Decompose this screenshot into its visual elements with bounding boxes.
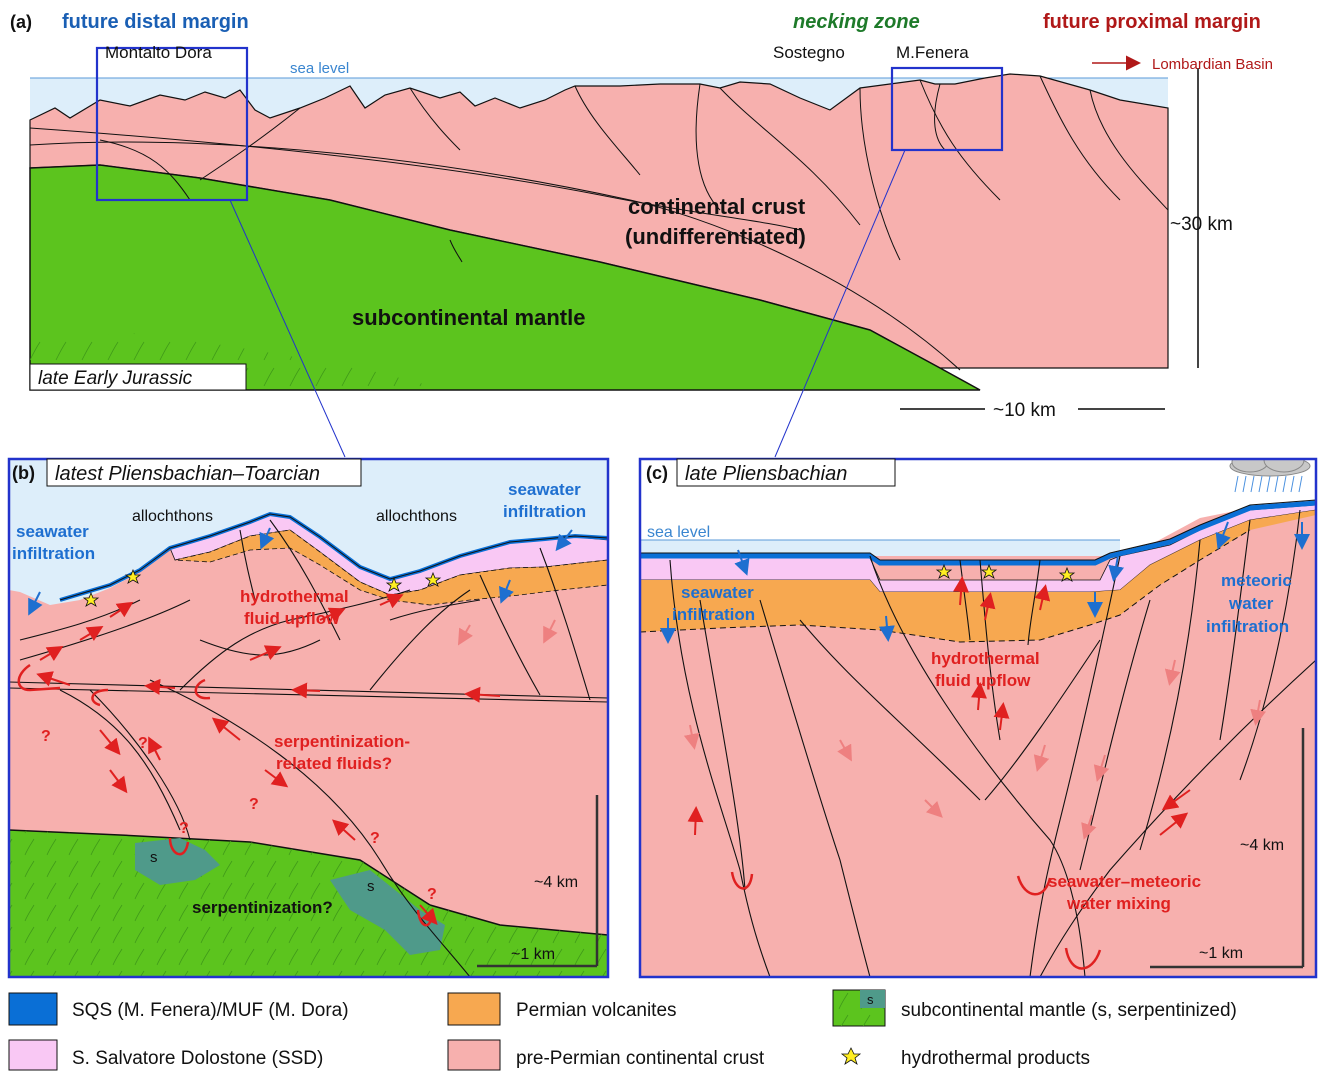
seafloor-b	[59, 513, 608, 601]
crust-label-1: continental crust	[628, 194, 806, 219]
meteoric-3: infiltration	[1206, 617, 1289, 636]
crust-label-2: (undifferentiated)	[625, 224, 806, 249]
legend-swatch-sqs	[8, 992, 58, 1026]
hydrothermal-stars-c	[935, 563, 1076, 582]
question-6: ?	[427, 886, 437, 903]
faults-b	[9, 519, 608, 977]
place-sostegno: Sostegno	[773, 43, 845, 62]
width-scale-c-label: ~1 km	[1199, 945, 1243, 962]
question-2: ?	[138, 735, 148, 752]
header-distal: future distal margin	[62, 11, 249, 33]
allochthons-2: allochthons	[376, 508, 457, 525]
legend-volcanites: Permian volcanites	[516, 1000, 677, 1021]
place-fenera: M.Fenera	[896, 43, 969, 62]
lombardian-label: Lombardian Basin	[1152, 56, 1273, 73]
inset-box-c	[890, 66, 1004, 152]
question-5: ?	[370, 830, 380, 847]
sea-area-c	[640, 540, 1120, 556]
age-box-a	[29, 363, 247, 391]
age-label-a: late Early Jurassic	[38, 368, 193, 389]
question-3: ?	[249, 796, 259, 813]
u-turn-arrows-c	[730, 871, 1102, 970]
panel-b-label: (b)	[12, 463, 35, 483]
serpentinized-zone-1	[135, 838, 220, 885]
question-4: ?	[179, 820, 189, 837]
faults-a	[29, 75, 1169, 371]
inset-connector-c	[774, 149, 906, 458]
allochthons-1: allochthons	[132, 508, 213, 525]
fluid-arrows-pink-b	[457, 619, 558, 646]
serp-fluids-1: serpentinization-	[274, 732, 410, 751]
volcanites-layer-c	[640, 510, 1316, 642]
legend-swatch-crust	[447, 1039, 501, 1071]
mixing-2: water mixing	[1066, 894, 1171, 913]
age-box-c	[676, 458, 896, 487]
header-proximal: future proximal margin	[1043, 11, 1261, 33]
hydrothermal-label-b-2: fluid upflow	[244, 609, 340, 628]
meteoric-1: meteoric	[1221, 571, 1292, 590]
depth-scale-c-label: ~4 km	[1240, 837, 1284, 854]
legend-hydro-products: hydrothermal products	[901, 1048, 1090, 1069]
legend-s-letter: s	[867, 992, 874, 1007]
seawater-left-2: infiltration	[12, 544, 95, 563]
serp-fluids-2: related fluids?	[276, 754, 392, 773]
panel-a-label: (a)	[10, 12, 32, 32]
question-1: ?	[41, 728, 51, 745]
legend: SQS (M. Fenera)/MUF (M. Dora) Permian vo…	[8, 989, 1237, 1071]
inset-connector-b	[229, 199, 346, 458]
fluid-arrows-c	[687, 576, 1191, 836]
legend-ssd: S. Salvatore Dolostone (SSD)	[72, 1048, 323, 1069]
legend-mantle: subcontinental mantle (s, serpentinized)	[901, 1000, 1237, 1021]
depth-scale-a: ~30 km	[1170, 214, 1233, 235]
u-turn-arrows-b	[17, 663, 434, 927]
legend-sqs: SQS (M. Fenera)/MUF (M. Dora)	[72, 1000, 349, 1021]
panel-a: (a) future distal margin necking zone fu…	[10, 11, 1273, 458]
sea-level-label-c: sea level	[647, 524, 710, 541]
seafloor-c	[640, 499, 1316, 561]
age-label-c: late Pliensbachian	[685, 463, 847, 485]
width-scale-b-label: ~1 km	[511, 946, 555, 963]
inset-box-b	[95, 46, 249, 202]
fluid-arrows-b	[36, 593, 501, 925]
water-arrows-b	[28, 527, 573, 616]
hydrothermal-stars-b	[82, 568, 442, 607]
legend-swatch-serpentinized	[860, 990, 885, 1008]
s-label-2: s	[367, 878, 375, 895]
s-label-1: s	[150, 849, 158, 866]
legend-swatch-volcanites	[447, 992, 501, 1026]
seawater-c-2: infiltration	[672, 605, 755, 624]
seawater-left-1: seawater	[16, 522, 89, 541]
width-scale-a: ~10 km	[993, 400, 1056, 421]
hydrothermal-label-b-1: hydrothermal	[240, 587, 349, 606]
place-montalto: Montalto Dora	[105, 43, 212, 62]
serpentinized-zone-2	[330, 870, 445, 955]
hydrothermal-label-c-2: fluid upflow	[935, 671, 1031, 690]
mixing-1: seawater–meteoric	[1048, 872, 1201, 891]
legend-star-icon	[840, 1047, 862, 1065]
seawater-c-1: seawater	[681, 583, 754, 602]
hydrothermal-label-c-1: hydrothermal	[931, 649, 1040, 668]
depth-scale-b-label: ~4 km	[534, 874, 578, 891]
mantle-label: subcontinental mantle	[352, 305, 585, 330]
sqs-layer-c	[640, 500, 1316, 566]
fluid-arrows-pink-c	[683, 659, 1267, 840]
header-necking: necking zone	[793, 11, 920, 33]
age-label-b: latest Pliensbachian–Toarcian	[55, 463, 320, 485]
water-arrows-c	[660, 521, 1310, 644]
sea-level-label-a: sea level	[290, 60, 349, 77]
panel-c-frame	[638, 457, 1318, 979]
panel-b: (b) latest Pliensbachian–Toarcian seawat…	[7, 457, 610, 979]
serpentinization-label: serpentinization?	[192, 898, 333, 917]
legend-crust: pre-Permian continental crust	[516, 1048, 765, 1069]
age-box-b	[46, 458, 362, 487]
subcontinental-mantle	[29, 164, 981, 391]
panel-c: (c) late Pliensbachian sea level seawate…	[638, 457, 1318, 979]
legend-swatch-ssd	[8, 1039, 58, 1071]
seawater-right-1: seawater	[508, 480, 581, 499]
seawater-right-2: infiltration	[503, 502, 586, 521]
panel-c-label: (c)	[646, 463, 668, 483]
meteoric-2: water	[1228, 594, 1274, 613]
volcanites-base-c	[640, 529, 1251, 643]
